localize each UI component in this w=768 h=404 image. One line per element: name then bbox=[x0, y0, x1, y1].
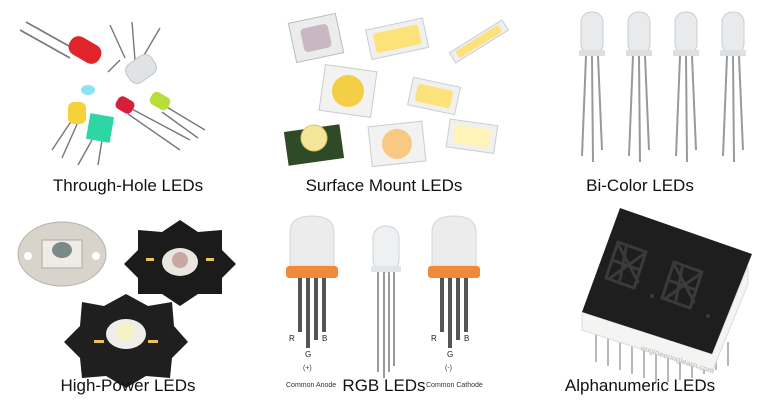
through-hole-leds-image bbox=[19, 21, 206, 166]
smd-small-chip bbox=[407, 76, 461, 116]
common-anode-label: Common Anode bbox=[286, 382, 337, 389]
cathode-pin-b-label: B bbox=[464, 334, 470, 343]
blue-led bbox=[81, 85, 95, 95]
rgb-common-cathode-diagram bbox=[428, 215, 480, 348]
caption-smd: Surface Mount LEDs bbox=[305, 176, 463, 195]
high-power-led-star-white bbox=[64, 294, 188, 388]
cathode-pin-r-label: R bbox=[431, 334, 437, 343]
anode-pin-r-label: R bbox=[289, 334, 295, 343]
high-power-led-star-rgb bbox=[124, 220, 236, 306]
caption-through-hole: Through-Hole LEDs bbox=[52, 176, 204, 195]
yellow-led bbox=[51, 102, 86, 159]
smd-white-chip bbox=[445, 118, 499, 155]
cathode-polarity-label: (-) bbox=[445, 365, 452, 372]
red-led bbox=[19, 21, 102, 64]
clear-led bbox=[107, 21, 161, 84]
panel-high-power: High-Power LEDs bbox=[0, 202, 256, 404]
rgb-leds-image bbox=[286, 215, 480, 378]
cathode-pin-g-label: G bbox=[447, 350, 454, 359]
panel-rgb: R G B (+) Common Anode R G B (-) Common … bbox=[256, 202, 512, 404]
alphanumeric-display-image: engineeringlearn.com bbox=[581, 208, 752, 382]
smd-round-chip bbox=[318, 64, 378, 118]
panel-bicolor: Bi-Color LEDs bbox=[512, 0, 768, 202]
caption-bicolor: Bi-Color LEDs bbox=[586, 176, 694, 195]
common-cathode-label: Common Cathode bbox=[426, 382, 483, 389]
caption-high-power: High-Power LEDs bbox=[60, 376, 196, 395]
smd-rgb-chip bbox=[287, 12, 345, 64]
anode-polarity-label: (+) bbox=[303, 365, 312, 372]
rgb-led-photo bbox=[371, 225, 401, 378]
bicolor-led-2 bbox=[626, 11, 652, 163]
panel-smd: Surface Mount LEDs bbox=[256, 0, 512, 202]
caption-alphanumeric: Alphanumeric LEDs bbox=[564, 376, 716, 395]
rgb-common-anode-diagram bbox=[286, 215, 338, 348]
bicolor-leds-image bbox=[579, 11, 746, 163]
smd-yellow-chip bbox=[365, 17, 430, 61]
bicolor-led-3 bbox=[673, 11, 699, 163]
bicolor-led-1 bbox=[579, 11, 605, 163]
smd-orange-chip bbox=[367, 120, 427, 168]
high-power-leds-image bbox=[17, 220, 236, 388]
caption-rgb: RGB LEDs bbox=[342, 376, 426, 395]
high-power-led-silver bbox=[17, 221, 107, 287]
digit-1-segments bbox=[604, 240, 648, 290]
small-red-led bbox=[115, 96, 191, 151]
panel-alphanumeric: engineeringlearn.com Alphanumeric LEDs bbox=[512, 202, 768, 404]
lime-led bbox=[149, 91, 206, 139]
digit-2-segments bbox=[660, 260, 704, 310]
anode-pin-g-label: G bbox=[305, 350, 312, 359]
smd-leds-image bbox=[283, 12, 510, 168]
anode-pin-b-label: B bbox=[322, 334, 328, 343]
smd-strip-chip bbox=[448, 19, 510, 64]
green-led bbox=[77, 113, 115, 166]
smd-power-chip bbox=[283, 124, 345, 166]
panel-through-hole: Through-Hole LEDs bbox=[0, 0, 256, 202]
bicolor-led-4 bbox=[720, 11, 746, 163]
